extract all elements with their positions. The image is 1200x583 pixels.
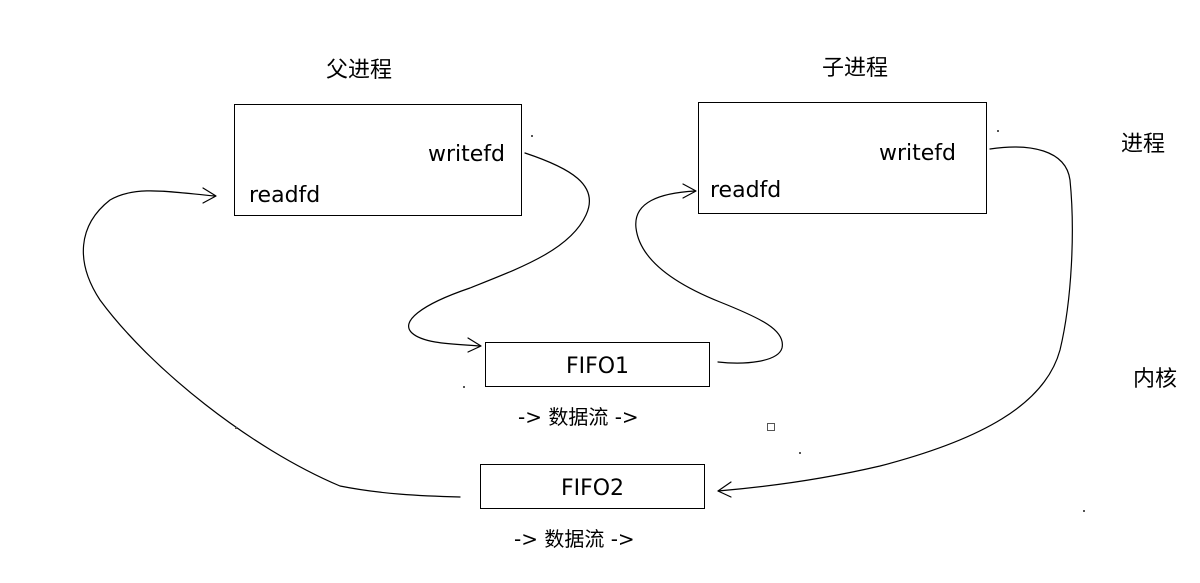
parent-process-title: 父进程: [326, 58, 393, 83]
arrow-fifo2-to-parent-read: [82, 190, 461, 498]
stray-dot: [531, 135, 533, 137]
child-writefd-label: writefd: [879, 141, 957, 166]
arrow-head-fifo1: [467, 337, 482, 353]
kernel-layer-label: 内核: [1133, 367, 1178, 392]
fifo1-flow-caption: -> 数据流 ->: [518, 405, 639, 429]
process-layer-label: 进程: [1121, 132, 1166, 157]
parent-process-box: writefd readfd: [234, 104, 522, 216]
fifo2-box: FIFO2: [480, 464, 705, 509]
child-process-title: 子进程: [822, 56, 889, 81]
small-square-mark: [767, 423, 775, 431]
stray-dot: [1083, 510, 1085, 512]
stray-dot: [463, 386, 465, 388]
child-process-box: writefd readfd: [698, 102, 987, 214]
fifo2-label: FIFO2: [560, 476, 625, 501]
arrow-head-fifo2: [717, 481, 732, 498]
fifo2-flow-caption: -> 数据流 ->: [514, 527, 635, 551]
fifo1-box: FIFO1: [485, 342, 710, 387]
parent-writefd-label: writefd: [428, 142, 506, 167]
stray-dot: [235, 427, 237, 429]
child-readfd-label: readfd: [710, 178, 782, 203]
parent-readfd-label: readfd: [249, 183, 321, 208]
arrow-child-write-to-fifo2: [717, 146, 1073, 492]
arrow-parent-write-to-fifo1: [408, 152, 591, 347]
stray-dot: [997, 130, 999, 132]
arrow-head-child-read: [682, 183, 697, 199]
stray-dot: [799, 452, 801, 454]
arrow-fifo1-to-child-read: [635, 190, 783, 364]
fifo1-label: FIFO1: [565, 354, 630, 379]
arrow-head-parent-read: [202, 187, 217, 204]
